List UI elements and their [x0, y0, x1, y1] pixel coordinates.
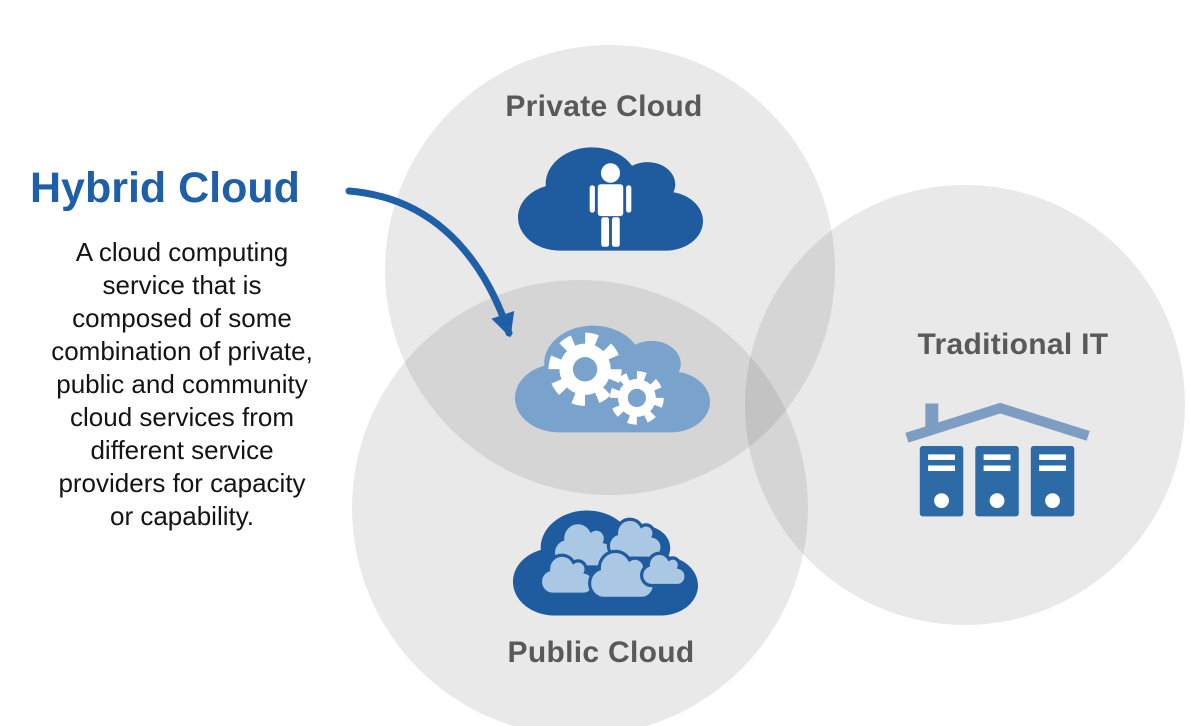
chimney-shape: [925, 403, 939, 428]
traditional-it-circle: [745, 185, 1185, 625]
hybrid-cloud-description: A cloud computing service that is compos…: [51, 237, 313, 531]
private-cloud-label: Private Cloud: [505, 90, 703, 123]
server-tower-icon: [919, 446, 964, 517]
gears-cloud-icon: [515, 325, 710, 433]
servers-roof-icon: [905, 402, 1090, 517]
person-icon: [589, 163, 632, 247]
clouds-cluster-icon: [513, 510, 698, 616]
public-cloud-label: Public Cloud: [507, 636, 695, 669]
server-tower-icon: [1030, 446, 1075, 517]
traditional-it-label: Traditional IT: [917, 328, 1109, 361]
hybrid-cloud-title: Hybrid Cloud: [30, 164, 300, 212]
gear-icon-small: [610, 371, 664, 425]
server-towers: [919, 446, 1075, 517]
roof-shape: [905, 402, 1090, 443]
server-tower-icon: [975, 446, 1019, 517]
person-cloud-icon: [518, 147, 703, 251]
